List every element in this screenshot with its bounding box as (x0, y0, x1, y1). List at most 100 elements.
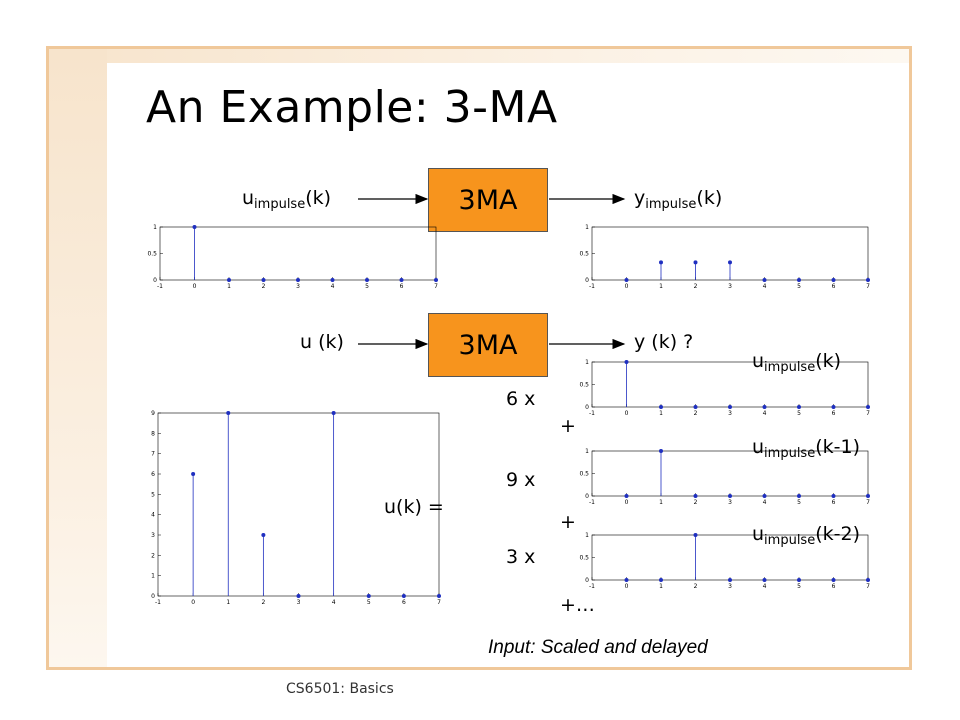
stem-marker (624, 360, 629, 364)
stem-marker (659, 405, 663, 409)
x-tick-label: 2 (694, 583, 698, 590)
term1-label: uimpulse(k) (752, 350, 842, 375)
y-tick-label: 1 (585, 532, 589, 539)
x-tick-label: 6 (832, 283, 836, 290)
x-tick-label: -1 (589, 583, 595, 590)
x-tick-label: 1 (659, 583, 663, 590)
x-tick-label: 4 (763, 583, 767, 590)
impulse-input-label: uimpulse(k) (242, 187, 332, 212)
stem-marker (659, 449, 663, 453)
slide-title: An Example: 3-MA (146, 82, 558, 133)
stem-marker (831, 494, 836, 498)
y-tick-label: 1 (153, 224, 157, 231)
stem-marker (693, 533, 698, 537)
stem-marker (762, 278, 767, 282)
stem-marker (797, 494, 801, 498)
x-tick-label: 7 (866, 283, 870, 290)
stem-marker (728, 260, 732, 265)
ma-block-1: 3MA (428, 168, 548, 232)
x-tick-label: 5 (797, 283, 801, 290)
y-tick-label: 0.5 (147, 251, 157, 258)
stem-marker (659, 260, 663, 265)
x-tick-label: 6 (402, 599, 406, 606)
x-tick-label: 3 (728, 410, 732, 417)
term3-label: uimpulse(k-2) (752, 523, 860, 548)
x-tick-label: 5 (365, 283, 369, 290)
x-tick-label: -1 (589, 499, 595, 506)
plus-1: + (560, 415, 576, 437)
y-tick-label: 3 (151, 532, 155, 539)
stem-marker (296, 278, 300, 282)
x-tick-label: 7 (437, 599, 441, 606)
stem-marker (434, 278, 438, 282)
output-question-label: y (k) ? (634, 331, 694, 353)
x-tick-label: -1 (157, 283, 163, 290)
plus-2: + (560, 511, 576, 533)
x-tick-label: 4 (332, 599, 336, 606)
stem-marker (866, 578, 870, 582)
stem-marker (331, 411, 336, 415)
stem-marker (693, 405, 698, 409)
stem-marker (831, 278, 836, 282)
y-tick-label: 0 (585, 493, 589, 500)
x-tick-label: 3 (728, 583, 732, 590)
stem-marker (296, 594, 301, 598)
footer: CS6501: Basics (286, 681, 394, 697)
x-tick-label: 5 (797, 499, 801, 506)
x-tick-label: 0 (625, 410, 629, 417)
x-tick-label: 3 (296, 283, 300, 290)
x-tick-label: 5 (797, 583, 801, 590)
x-tick-label: 1 (227, 283, 231, 290)
x-tick-label: 2 (694, 283, 698, 290)
x-tick-label: 1 (659, 283, 663, 290)
x-tick-label: 4 (763, 283, 767, 290)
x-tick-label: 2 (262, 283, 266, 290)
x-tick-label: 6 (832, 583, 836, 590)
x-tick-label: 0 (625, 499, 629, 506)
decomposition-lhs: u(k) = (384, 496, 444, 518)
x-tick-label: 7 (434, 283, 438, 290)
stem-marker (330, 278, 335, 282)
x-tick-label: 0 (625, 283, 629, 290)
x-tick-label: 1 (226, 599, 230, 606)
slide-shade-left (49, 49, 107, 667)
stem-marker (401, 594, 406, 598)
stem-marker (624, 578, 629, 582)
x-tick-label: 7 (866, 583, 870, 590)
y-tick-label: 1 (151, 573, 155, 580)
x-tick-label: 4 (331, 283, 335, 290)
stem-marker (693, 494, 698, 498)
y-tick-label: 1 (585, 448, 589, 455)
x-tick-label: 2 (694, 499, 698, 506)
stem-marker (797, 278, 801, 282)
stem-marker (624, 278, 629, 282)
stem-marker (762, 578, 767, 582)
stem-marker (728, 578, 732, 582)
stem-marker (693, 260, 698, 265)
y-tick-label: 1 (585, 224, 589, 231)
plot-axes-box (591, 450, 869, 497)
coef-3: 3 x (506, 546, 536, 568)
y-tick-label: 0 (151, 593, 155, 600)
slide-shade-top (49, 49, 909, 63)
stem-marker (866, 405, 870, 409)
stem-marker (261, 533, 266, 537)
y-tick-label: 0 (153, 277, 157, 284)
stem-marker (866, 278, 870, 282)
y-tick-label: 6 (151, 471, 155, 478)
stem-marker (261, 278, 266, 282)
ma-block-2: 3MA (428, 313, 548, 377)
x-tick-label: 0 (193, 283, 197, 290)
caption: Input: Scaled and delayed (488, 637, 708, 658)
y-tick-label: 0.5 (579, 555, 589, 562)
stem-marker (192, 225, 197, 229)
x-tick-label: 5 (367, 599, 371, 606)
x-tick-label: 0 (191, 599, 195, 606)
coef-9: 9 x (506, 469, 536, 491)
y-tick-label: 1 (585, 359, 589, 366)
x-tick-label: 6 (832, 410, 836, 417)
y-tick-label: 8 (151, 430, 155, 437)
